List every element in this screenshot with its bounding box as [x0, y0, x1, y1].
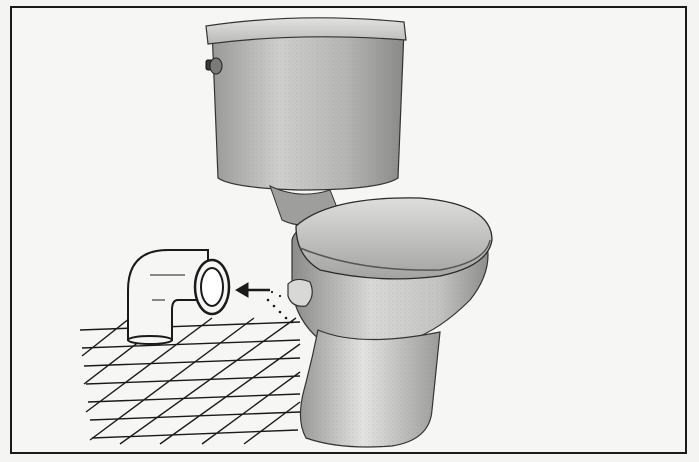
direction-arrow-icon — [236, 283, 270, 297]
floor-tiles — [80, 318, 300, 444]
toilet-tank — [212, 23, 404, 190]
toilet-pedestal — [300, 330, 440, 447]
drain-pipe — [128, 250, 229, 344]
flush-handle-icon — [206, 58, 222, 74]
bowl-outlet — [288, 279, 312, 306]
toilet-seat — [296, 198, 492, 279]
